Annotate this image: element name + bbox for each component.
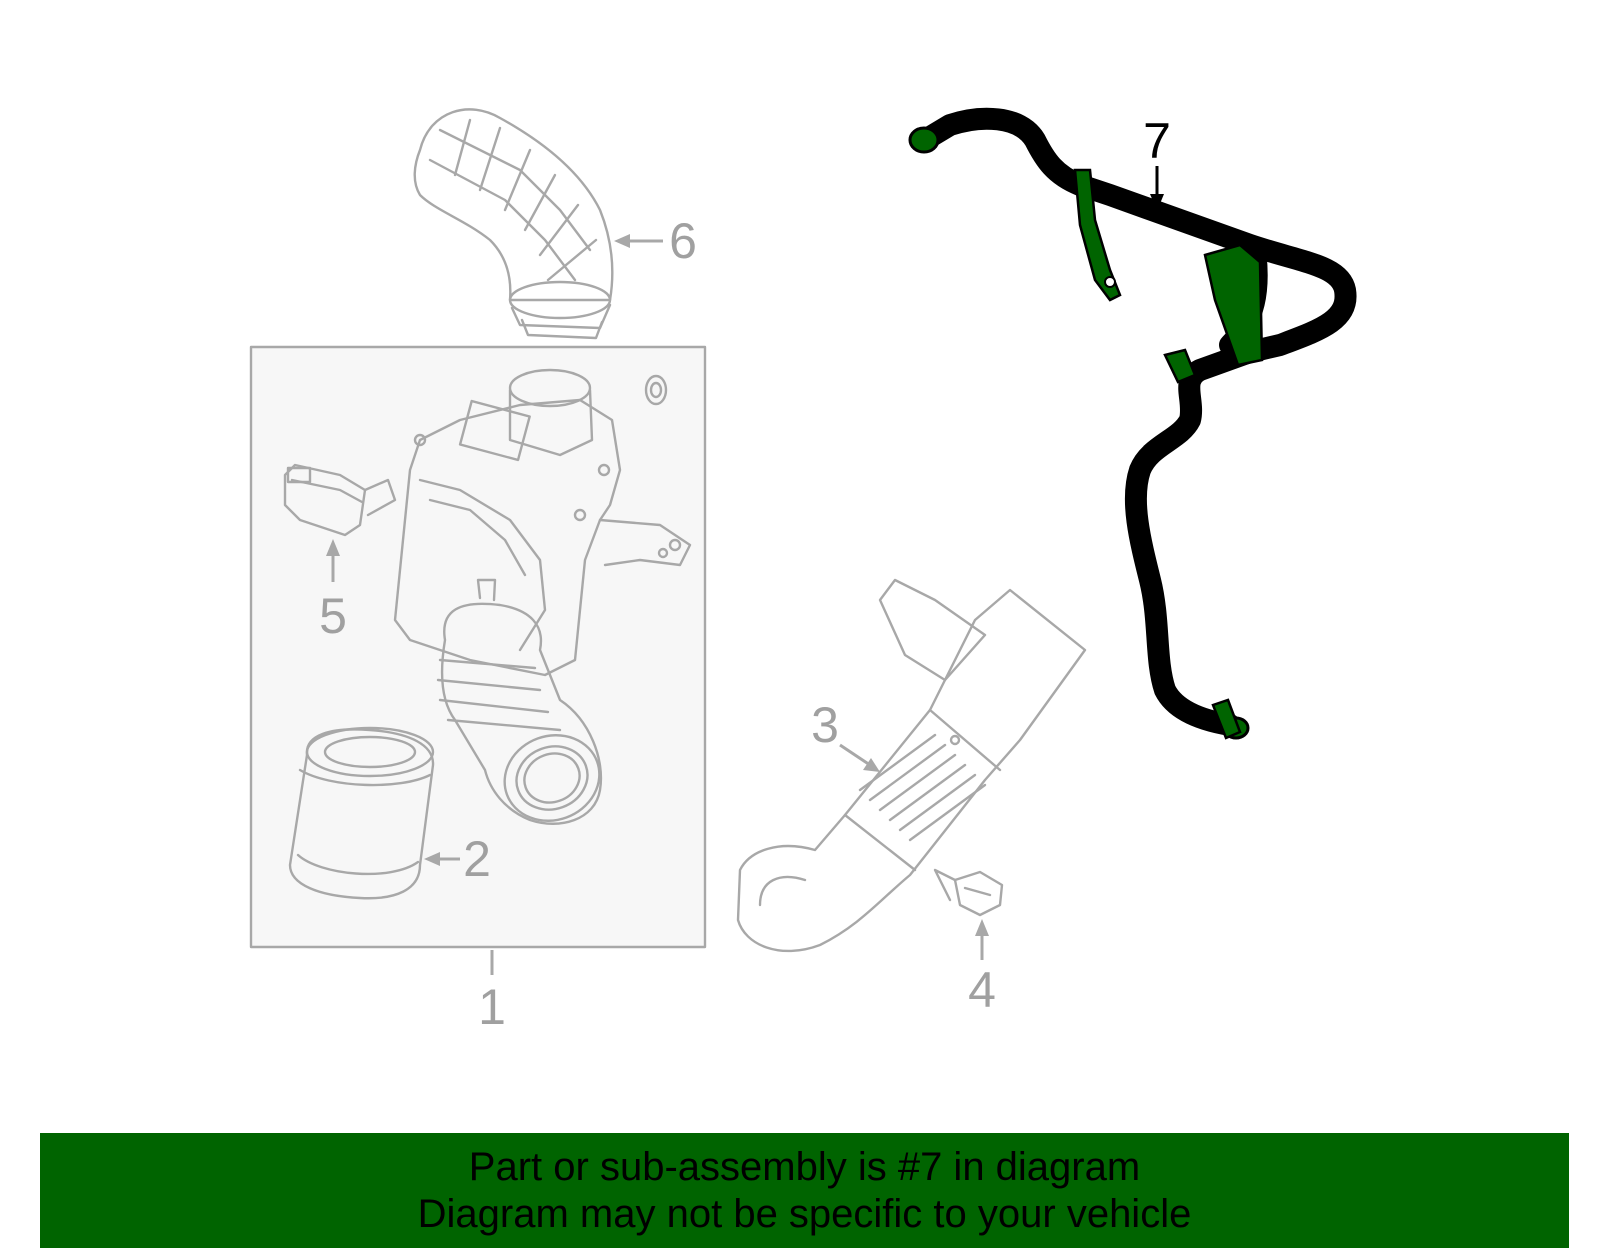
callout-5: 5	[319, 588, 347, 644]
callout-3: 3	[811, 697, 839, 753]
assembly-group-box	[249, 345, 707, 949]
callout-6: 6	[669, 213, 697, 269]
callout-2: 2	[463, 831, 491, 887]
callout-leader-3	[839, 743, 871, 767]
part-1-air-cleaner-housing[interactable]	[393, 368, 692, 834]
part-6-intake-duct[interactable]	[413, 108, 614, 340]
banner-line-2: Diagram may not be specific to your vehi…	[417, 1191, 1192, 1236]
hose-clamp	[1163, 348, 1197, 384]
info-banner: Part or sub-assembly is #7 in diagram Di…	[40, 1133, 1569, 1248]
part-4-bolt[interactable]	[933, 868, 1004, 917]
hose-end-fitting	[908, 126, 940, 154]
part-2-filter-element[interactable]	[288, 726, 435, 900]
hose-clip	[1073, 168, 1122, 302]
callout-arrow-6	[614, 234, 630, 248]
part-5-sensor[interactable]	[283, 463, 397, 537]
callout-7: 7	[1143, 113, 1171, 169]
hose-clamp-lower	[1211, 698, 1242, 740]
callout-1: 1	[478, 979, 506, 1035]
callout-arrow-7	[1150, 194, 1164, 211]
part-3-resonator-duct[interactable]	[736, 578, 1087, 953]
callout-arrow-2	[424, 852, 440, 866]
callout-arrow-4	[975, 919, 989, 936]
callout-arrow-3	[863, 758, 880, 772]
hose-bracket	[1203, 243, 1264, 367]
banner-line-1: Part or sub-assembly is #7 in diagram	[468, 1144, 1141, 1189]
callout-4: 4	[968, 962, 996, 1018]
callout-arrow-5	[326, 539, 340, 556]
part-7-hose-assembly[interactable]	[908, 107, 1357, 740]
clip-hole	[1104, 276, 1116, 288]
